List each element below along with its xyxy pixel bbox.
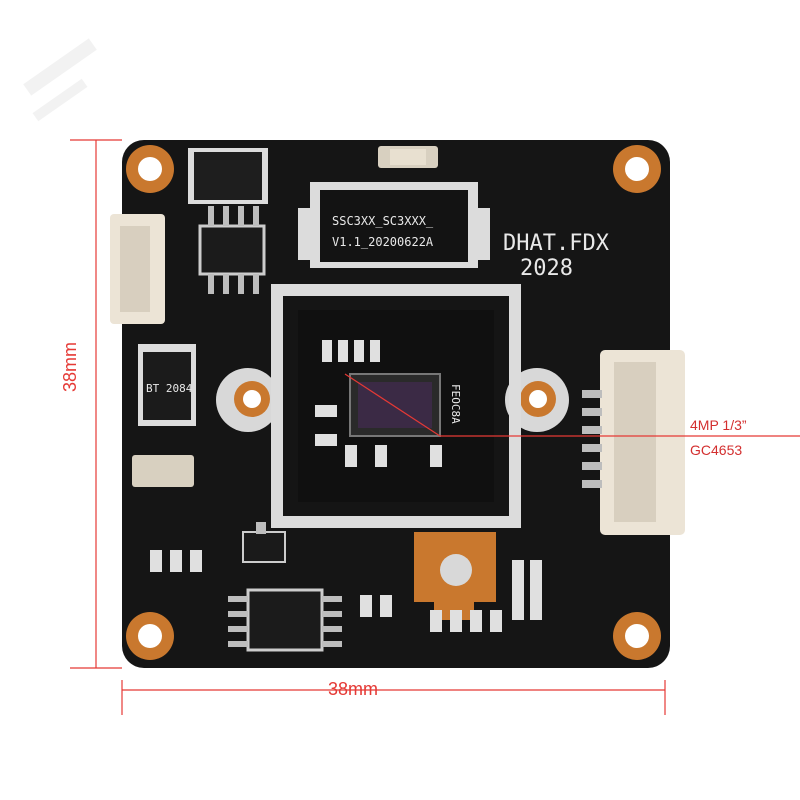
ground-pad xyxy=(414,532,496,620)
left-capacitor xyxy=(132,455,194,487)
mounting-hole-bottom-right xyxy=(613,612,661,660)
mounting-hole-top-left xyxy=(126,145,174,193)
year-text: 2028 xyxy=(520,256,573,281)
sensor-callout-line1: 4MP 1/3” xyxy=(690,417,747,433)
mounting-hole-top-right xyxy=(613,145,661,193)
watermark xyxy=(23,38,97,122)
sensor-callout-line2: GC4653 xyxy=(690,442,743,458)
image-sensor: FEOC8A xyxy=(349,373,462,437)
right-connector xyxy=(582,350,685,535)
transistor xyxy=(242,522,286,563)
bottom-ic xyxy=(228,588,342,652)
height-dimension-label: 38mm xyxy=(60,341,80,392)
dimension-lines xyxy=(70,139,800,715)
silk-version-text: V1.1_20200622A xyxy=(332,235,434,249)
chip-label-area: SSC3XX_SC3XXX_ V1.1_20200622A xyxy=(298,182,490,268)
silk-main-text: SSC3XX_SC3XXX_ xyxy=(332,214,434,228)
brand-text: DHAT.FDX xyxy=(503,231,610,256)
left-diode: BT 2084 xyxy=(138,344,196,426)
left-connector xyxy=(110,214,165,324)
sensor-mark-text: FEOC8A xyxy=(449,384,462,424)
eeprom-chip xyxy=(198,206,266,294)
top-ic xyxy=(188,148,268,204)
lens-hole-left xyxy=(216,368,280,432)
mounting-hole-bottom-left xyxy=(126,612,174,660)
camera-pcb-board: SSC3XX_SC3XXX_ V1.1_20200622A DHAT.FDX 2… xyxy=(110,140,685,668)
sensor-passives xyxy=(315,340,442,467)
width-dimension-label: 38mm xyxy=(328,679,379,699)
chip-mark-text: BT 2084 xyxy=(146,382,193,395)
bottom-passives xyxy=(150,550,542,632)
